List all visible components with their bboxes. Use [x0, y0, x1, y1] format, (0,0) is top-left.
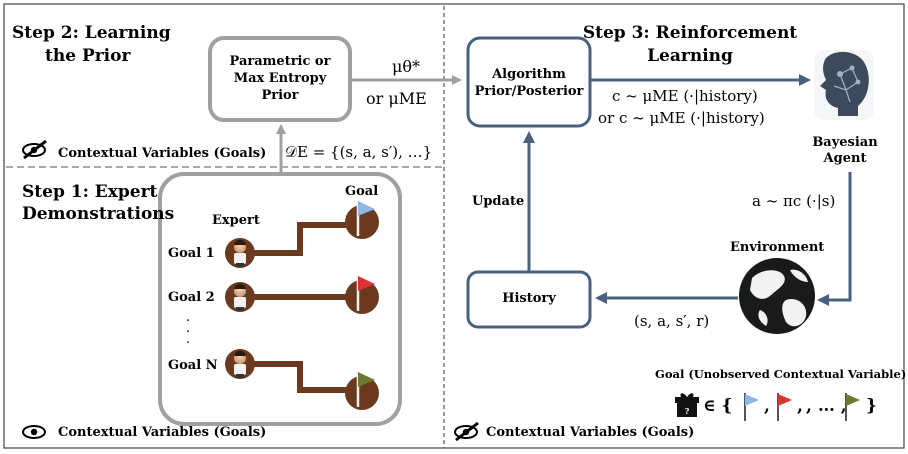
goal-nodes [345, 205, 379, 410]
algorithm-box-line2: Prior/Posterior [474, 84, 584, 99]
prior-box-line3: Prior [261, 88, 299, 103]
environment-globe-icon [739, 258, 815, 334]
goal-set-close: } [866, 396, 877, 416]
goal-set-ellipsis: , … , [806, 396, 847, 416]
agent-label-line1: Bayesian [812, 135, 878, 150]
goal-1-label: Goal 1 [168, 246, 215, 261]
gift-icon: ? [675, 393, 699, 417]
expert-figure-icon [234, 350, 246, 378]
eye-icon [22, 425, 46, 439]
goal-set-flag-red-icon [777, 393, 792, 421]
step1-title-line2: Demonstrations [22, 204, 175, 224]
trajectory-goal-1 [237, 222, 363, 256]
goal-set-comma-1: , [764, 396, 770, 416]
goal-node-1 [345, 205, 379, 239]
update-label: Update [472, 194, 525, 209]
algorithm-box [466, 36, 592, 128]
goal-node-2 [345, 280, 379, 314]
algorithm-box-line1: Algorithm [492, 67, 566, 82]
demonstration-set: 𝒟E = {(s, a, s′), …} [285, 143, 433, 161]
flag-blue-icon [356, 200, 375, 236]
flag-red-icon [356, 275, 375, 311]
expert-figure-icon [234, 239, 246, 267]
goal-2-label: Goal 2 [168, 290, 215, 305]
expert-figure-icon [234, 283, 246, 311]
expert-label: Expert [212, 213, 260, 228]
step3-title-line2: Learning [647, 46, 733, 66]
sample-context-line2: or c ~ μME (·|history) [598, 109, 765, 127]
expert-trajectories [237, 222, 363, 393]
flag-olive-icon [356, 371, 375, 407]
goal-set-flag-blue-icon [744, 393, 759, 421]
prior-box-line1: Parametric or [229, 54, 331, 69]
trajectory-goal-n [237, 361, 363, 393]
hidden-context-label-top: Contextual Variables (Goals) [58, 146, 267, 161]
agent-to-environment-arrow [817, 172, 852, 306]
goal-node-n [345, 376, 379, 410]
environment-label: Environment [730, 240, 825, 255]
history-box-label: History [502, 291, 556, 306]
hidden-context-label-right: Contextual Variables (Goals) [486, 425, 695, 440]
goal-set-comma-2: , [797, 396, 803, 416]
mu-theta-star: μθ* [392, 57, 421, 76]
goal-set-flag-olive-icon [845, 393, 860, 421]
prior-box-line2: Max Entropy [233, 71, 327, 86]
step2-title-line2: the Prior [45, 46, 131, 66]
svg-text:?: ? [685, 406, 690, 416]
goal-n-label: Goal N [168, 358, 218, 373]
observed-context-label: Contextual Variables (Goals) [58, 425, 267, 440]
transition-tuple: (s, a, s′, r) [634, 312, 710, 330]
agent-label-line2: Agent [823, 151, 867, 166]
eye-slash-icon [22, 139, 47, 160]
step1-title-line1: Step 1: Expert [22, 182, 158, 202]
step3-title-line1: Step 3: Reinforcement [582, 23, 798, 43]
step2-title-line1: Step 2: Learning [12, 23, 171, 43]
sample-context-line1: c ~ μME (·|history) [612, 87, 758, 105]
goal-set-open: ∈ { [703, 396, 733, 416]
action-policy: a ~ πc (·|s) [752, 192, 836, 210]
goal-set-title: Goal (Unobserved Contextual Variable) [655, 367, 907, 381]
goal-header: Goal [345, 184, 379, 199]
or-mu-me: or μME [366, 89, 427, 108]
eye-slash-icon [454, 421, 479, 442]
bayesian-agent-icon [814, 50, 874, 120]
outer-frame [3, 3, 905, 449]
goal-ellipsis: . . . [186, 310, 191, 347]
